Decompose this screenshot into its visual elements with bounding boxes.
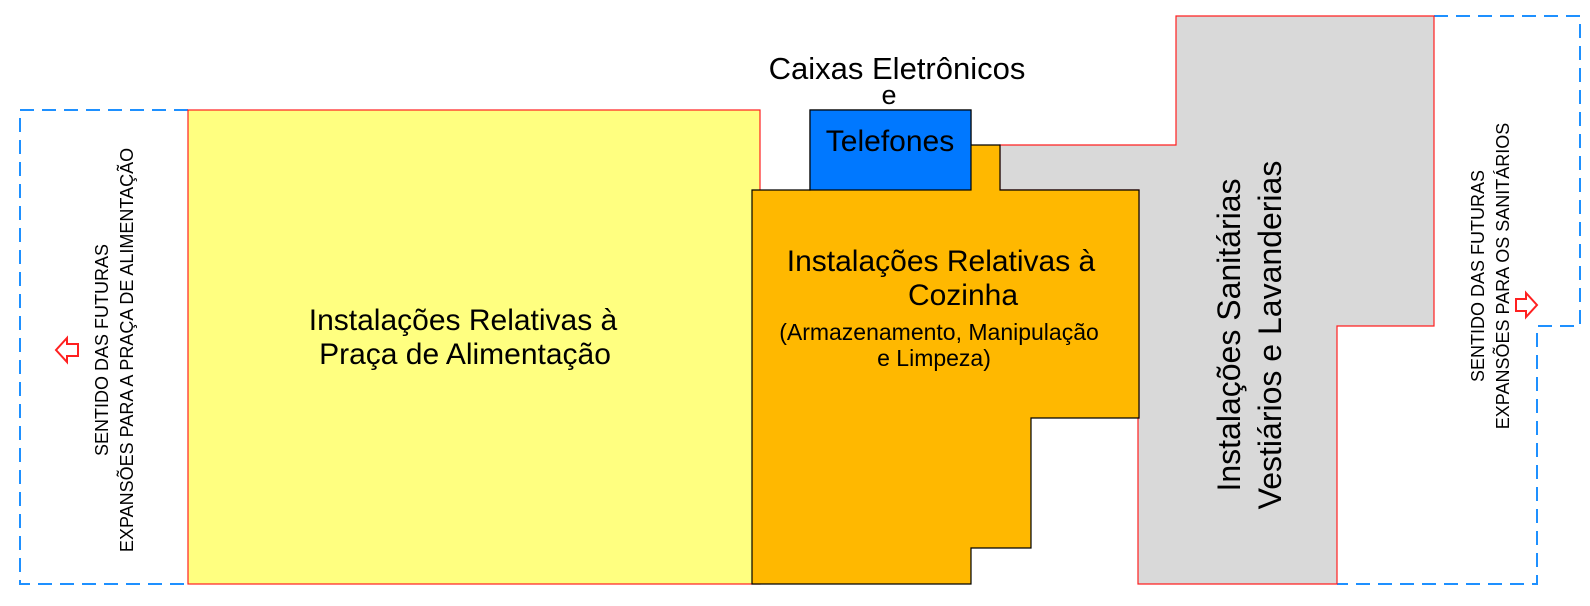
right-expansion-text-line1: SENTIDO DAS FUTURAS [1468,170,1488,382]
kitchen-label-line3: (Armazenamento, Manipulação [779,319,1099,345]
kitchen-label-line4: e Limpeza) [877,345,991,371]
kitchen-label-line2: Cozinha [908,279,1018,312]
food-court-label-line2: Praça de Alimentação [319,338,611,371]
left-arrow-icon [54,335,79,365]
right-expansion-dashed-boundary [1337,15,1581,585]
kitchen-label-line1: Instalações Relativas à [787,245,1096,278]
food-court-label-line1: Instalações Relativas à [309,304,618,337]
atm-phones-zone [809,109,972,191]
food-court-zone [187,109,761,585]
atm-inner-label: Telefones [826,125,954,158]
sanitary-label-line2: Vestiários e Lavanderias [1252,161,1288,510]
right-arrow-icon [1515,290,1539,320]
left-expansion-text-line2: EXPANSÕES PARA A PRAÇA DE ALIMENTAÇÃO [116,148,137,552]
right-expansion-text-line2: EXPANSÕES PARA OS SANITÁRIOS [1492,123,1513,429]
left-expansion-text-line1: SENTIDO DAS FUTURAS [92,244,112,456]
atm-title-line2: e [881,80,896,110]
atm-title-line1: Caixas Eletrônicos [769,51,1026,86]
sanitary-label-line1: Instalações Sanitárias [1211,178,1247,491]
left-expansion-dashed-boundary [19,109,188,585]
